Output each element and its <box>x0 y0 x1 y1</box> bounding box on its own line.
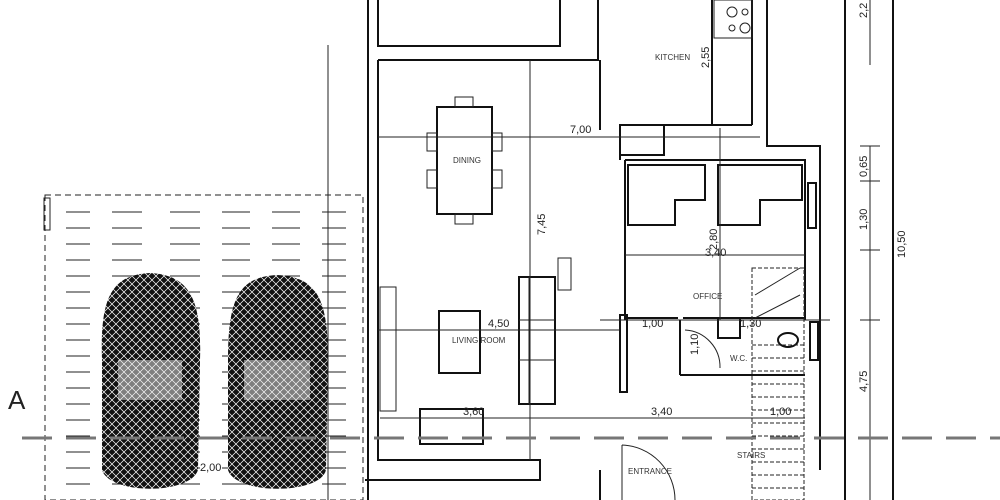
tv-unit <box>379 286 397 412</box>
stairs-label: STAIRS <box>737 451 765 460</box>
office-label: OFFICE <box>693 292 722 301</box>
walls <box>365 0 894 500</box>
entrance-label: ENTRANCE <box>628 467 672 476</box>
dim-garage-200: 2,00 <box>200 462 221 474</box>
dim-dining-width: 7,00 <box>570 124 591 136</box>
living-room-label: LIVING ROOM <box>452 336 506 345</box>
dining-label: DINING <box>453 156 481 165</box>
section-marker: A <box>8 385 26 415</box>
dim-right-475: 4,75 <box>858 371 870 392</box>
dim-living-360: 3,60 <box>463 406 484 418</box>
dim-wc-100: 1,00 <box>642 318 663 330</box>
car-left <box>101 273 201 489</box>
coffee-table <box>438 310 481 374</box>
dim-right-065: 0,65 <box>858 156 870 177</box>
dim-right-130: 1,30 <box>858 209 870 230</box>
wc-label: W.C. <box>730 354 747 363</box>
kitchen-label: KITCHEN <box>655 53 690 62</box>
sink <box>717 317 741 339</box>
dimension-lines <box>327 0 880 500</box>
toilet <box>777 332 799 348</box>
entrance-door[interactable] <box>621 444 676 500</box>
bench <box>419 408 484 445</box>
sofa <box>518 257 572 405</box>
dim-office-280: 2,80 <box>708 229 720 250</box>
dim-overall: 10,50 <box>896 230 908 258</box>
dim-hall-340: 3,40 <box>651 406 672 418</box>
dim-living-height: 7,45 <box>536 214 548 235</box>
dim-top-right: 2,2 <box>858 3 870 18</box>
dim-wc-110: 1,10 <box>689 334 701 355</box>
wc-door[interactable] <box>684 329 721 369</box>
staircase <box>751 267 805 500</box>
dim-office-340: 3,40 <box>705 247 726 259</box>
dim-living-width: 4,50 <box>488 318 509 330</box>
car-right <box>228 275 328 489</box>
dim-stairs-100: 1,00 <box>770 406 791 418</box>
dining-table <box>426 96 503 225</box>
dim-wc-130: 1,30 <box>740 318 761 330</box>
dim-kitchen-height: 2,55 <box>700 47 712 68</box>
